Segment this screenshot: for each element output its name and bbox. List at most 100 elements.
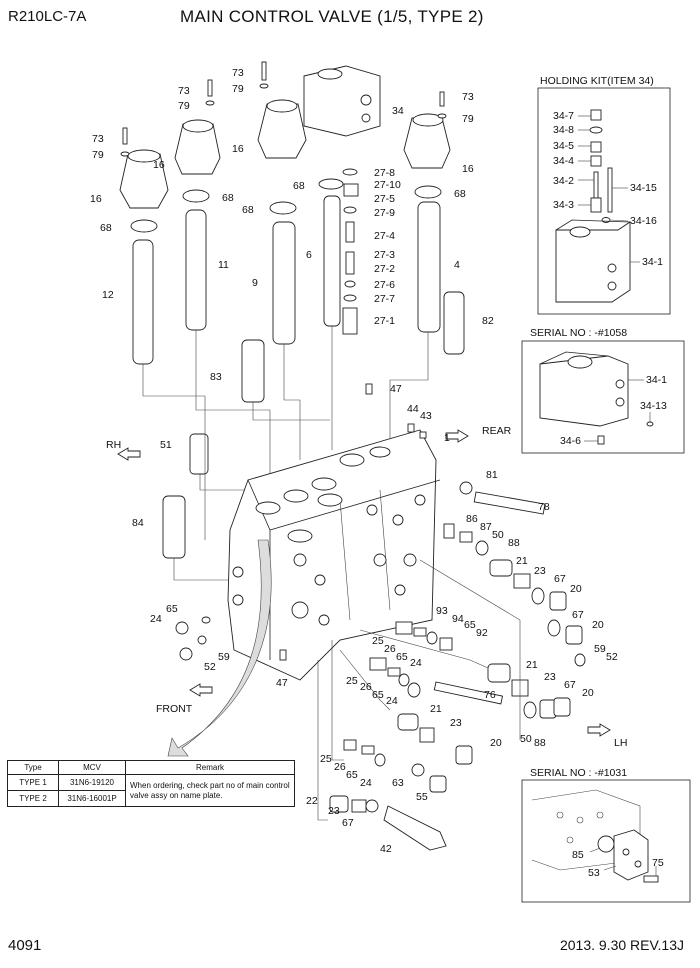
callout-68: 68 <box>293 180 305 192</box>
callout-16: 16 <box>462 163 474 175</box>
callout-20: 20 <box>592 619 604 631</box>
side-parts <box>175 383 586 851</box>
callout-93: 93 <box>436 605 448 617</box>
label-34-8: 34-8 <box>553 124 574 136</box>
callout-65: 65 <box>372 689 384 701</box>
callout-27-7: 27-7 <box>374 293 395 305</box>
callout-73: 73 <box>178 85 190 97</box>
callout-21: 21 <box>526 659 538 671</box>
direction-rear: REAR <box>482 425 512 437</box>
callout-26: 26 <box>334 761 346 773</box>
callout-11: 11 <box>218 259 229 271</box>
callout-82: 82 <box>482 315 494 327</box>
serial-1058-title: SERIAL NO : -#1058 <box>530 327 627 339</box>
callout-59: 59 <box>594 643 606 655</box>
remark-cell: When ordering, check part no of main con… <box>125 774 295 807</box>
label-34-1-kit: 34-1 <box>642 256 663 268</box>
callout-16: 16 <box>153 159 165 171</box>
callout-24: 24 <box>360 777 372 789</box>
label-34-6: 34-6 <box>560 435 581 447</box>
callout-25: 25 <box>320 753 332 765</box>
spool-assemblies <box>119 61 465 581</box>
callout-65: 65 <box>166 603 178 615</box>
callout-23: 23 <box>450 717 462 729</box>
type-table: Type MCV Remark TYPE 1 31N6-19120 When o… <box>7 760 295 807</box>
callout-79: 79 <box>462 113 474 125</box>
callout-94: 94 <box>452 613 464 625</box>
type-header: Type <box>7 760 59 775</box>
callout-23: 23 <box>534 565 546 577</box>
callout-67: 67 <box>554 573 566 585</box>
callout-23: 23 <box>544 671 556 683</box>
callout-21: 21 <box>430 703 442 715</box>
serial-1031-box <box>521 779 691 903</box>
label-34-15: 34-15 <box>630 182 657 194</box>
callout-27-4: 27-4 <box>374 230 395 242</box>
callout-47: 47 <box>390 383 402 395</box>
callout-27-8: 27-8 <box>374 167 395 179</box>
serial-1058-parts <box>539 351 654 445</box>
callout-52: 52 <box>204 661 216 673</box>
callout-67: 67 <box>564 679 576 691</box>
callout-51: 51 <box>160 439 172 451</box>
model-name: R210LC-7A <box>8 8 87 25</box>
label-34-5: 34-5 <box>553 140 574 152</box>
direction-front: FRONT <box>156 703 193 715</box>
callout-24: 24 <box>386 695 398 707</box>
callout-6: 6 <box>306 249 312 261</box>
page-title: MAIN CONTROL VALVE (1/5, TYPE 2) <box>180 7 484 26</box>
label-34-13: 34-13 <box>640 400 667 412</box>
callout-25: 25 <box>372 635 384 647</box>
valve-body <box>167 429 441 757</box>
callout-78: 78 <box>538 501 550 513</box>
callout-47: 47 <box>276 677 288 689</box>
type-2-cell: TYPE 2 <box>7 790 59 807</box>
type-1-mcv: 31N6-19120 <box>58 774 126 791</box>
mcv-header: MCV <box>58 760 126 775</box>
revision-date: 2013. 9.30 REV.13J <box>559 937 684 953</box>
callout-26: 26 <box>384 643 396 655</box>
callout-67: 67 <box>572 609 584 621</box>
serial-1031-title: SERIAL NO : -#1031 <box>530 767 627 779</box>
callout-24: 24 <box>410 657 422 669</box>
callout-25: 25 <box>346 675 358 687</box>
label-85: 85 <box>572 849 584 861</box>
callout-68: 68 <box>454 188 466 200</box>
callout-16: 16 <box>232 143 244 155</box>
callout-43: 43 <box>420 410 432 422</box>
direction-arrows <box>117 429 611 737</box>
label-34-3: 34-3 <box>553 199 574 211</box>
callout-76: 76 <box>484 689 496 701</box>
callout-86: 86 <box>466 513 478 525</box>
callout-55: 55 <box>416 791 428 803</box>
callout-labels: 73 79 73 79 73 79 73 79 16 16 16 16 34 6… <box>90 67 618 855</box>
callout-81: 81 <box>486 469 498 481</box>
callout-23: 23 <box>328 805 340 817</box>
remark-header: Remark <box>125 760 295 775</box>
holding-kit-title: HOLDING KIT(ITEM 34) <box>540 75 654 87</box>
callout-50: 50 <box>492 529 504 541</box>
callout-92: 92 <box>476 627 488 639</box>
callout-79: 79 <box>92 149 104 161</box>
callout-27-5: 27-5 <box>374 193 395 205</box>
callout-65: 65 <box>346 769 358 781</box>
callout-50: 50 <box>520 733 532 745</box>
callout-34: 34 <box>392 105 404 117</box>
callout-24: 24 <box>150 613 162 625</box>
callout-88: 88 <box>534 737 546 749</box>
callout-59: 59 <box>218 651 230 663</box>
callout-27-1: 27-1 <box>374 315 395 327</box>
callout-16: 16 <box>90 193 102 205</box>
callout-88: 88 <box>508 537 520 549</box>
callout-27-3: 27-3 <box>374 249 395 261</box>
label-34-4: 34-4 <box>553 155 574 167</box>
callout-79: 79 <box>232 83 244 95</box>
callout-20: 20 <box>570 583 582 595</box>
callout-4: 4 <box>454 259 460 271</box>
callout-63: 63 <box>392 777 404 789</box>
callout-12: 12 <box>102 289 114 301</box>
callout-68: 68 <box>100 222 112 234</box>
callout-22: 22 <box>306 795 318 807</box>
callout-27-6: 27-6 <box>374 279 395 291</box>
callout-73: 73 <box>92 133 104 145</box>
